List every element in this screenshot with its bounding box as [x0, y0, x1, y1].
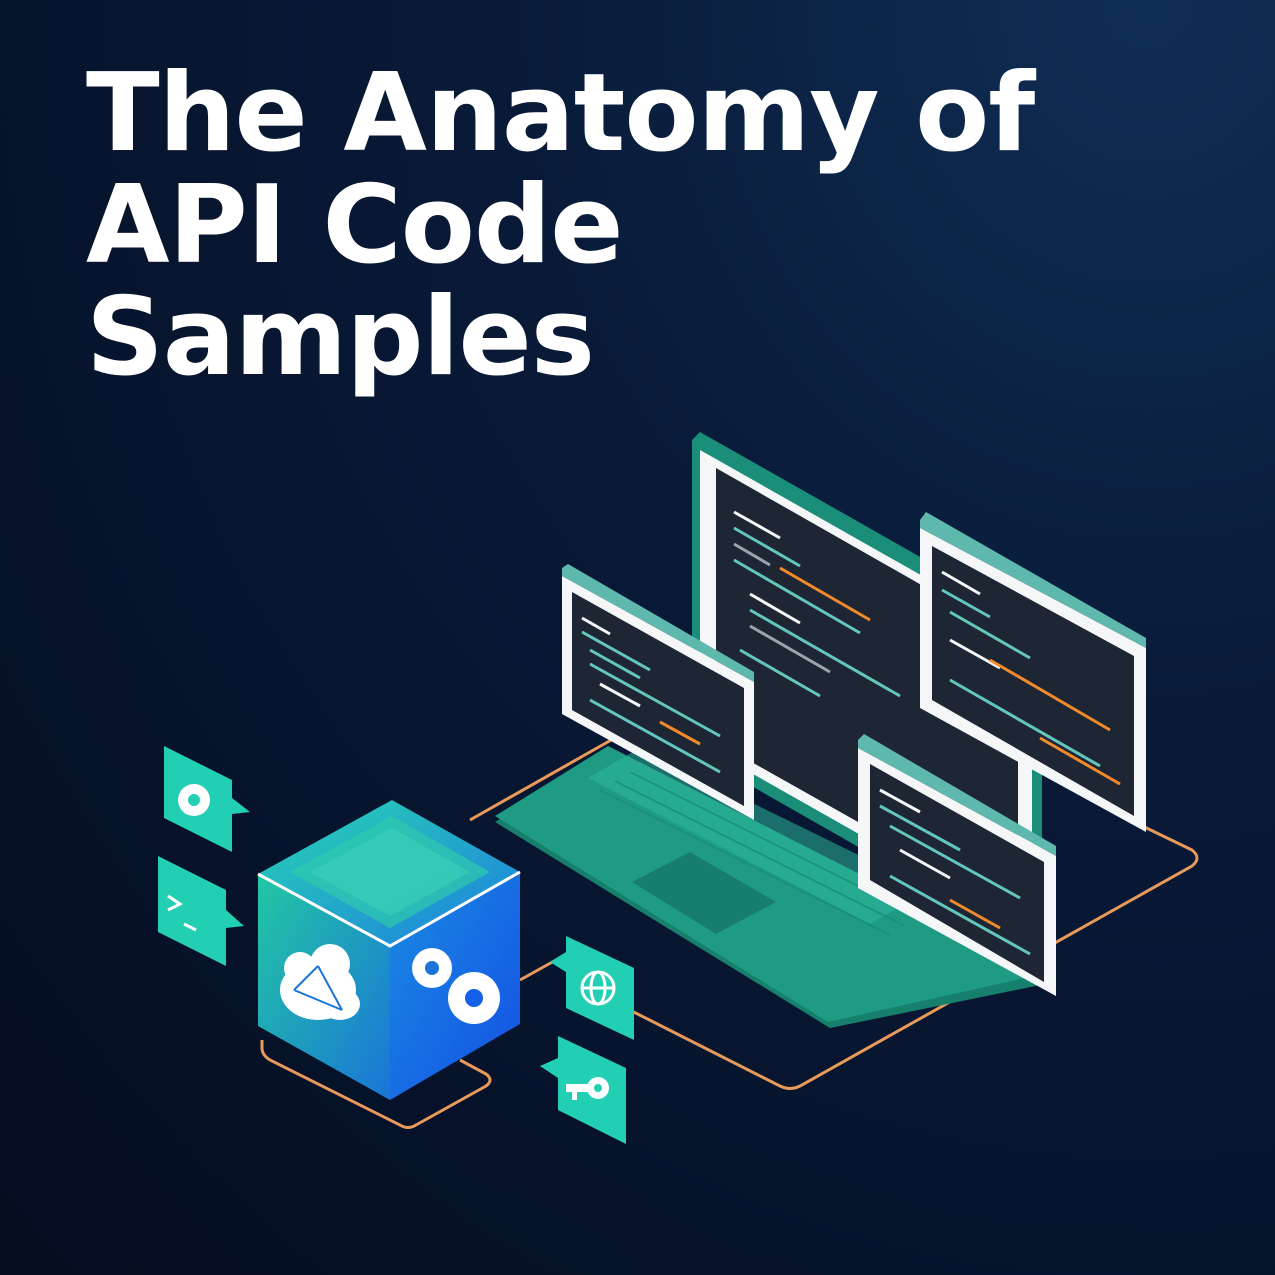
code-window-left — [562, 564, 754, 820]
globe-bubble — [550, 936, 634, 1040]
gear-icon — [178, 784, 210, 816]
title-line-3: Samples — [86, 275, 595, 400]
title-line-1: The Anatomy of — [86, 51, 1035, 176]
gears-icon — [412, 948, 500, 1024]
key-bubble — [540, 1036, 626, 1144]
trackpad — [632, 852, 776, 934]
code-window-right — [920, 512, 1146, 832]
api-cube — [257, 800, 521, 1100]
cloud-network-icon — [280, 944, 360, 1020]
title-line-2: API Code — [86, 163, 624, 288]
code-window-bottom — [858, 734, 1056, 996]
terminal-icon — [167, 894, 197, 932]
terminal-bubble — [158, 856, 244, 966]
page-title: The Anatomy of API Code Samples — [86, 51, 1035, 400]
globe-icon — [580, 970, 616, 1006]
gear-bubble — [164, 746, 250, 852]
key-icon — [566, 1077, 609, 1100]
